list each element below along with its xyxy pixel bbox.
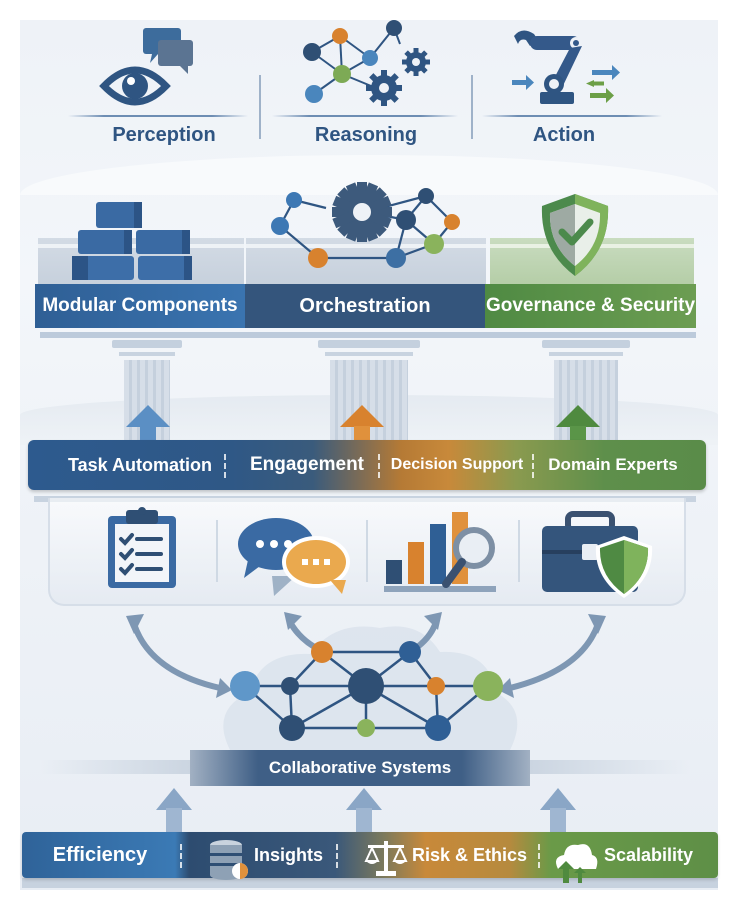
perception-label: Perception xyxy=(112,124,216,146)
cloud-upload-icon xyxy=(556,844,598,883)
band-separator xyxy=(336,844,338,868)
band-separator xyxy=(532,454,534,478)
capability-decision-support: Decision Support xyxy=(384,440,530,490)
gear-network-icon xyxy=(271,182,460,268)
up-arrow-blue-stem xyxy=(140,426,156,442)
bar-chart-magnifier-icon xyxy=(384,512,496,592)
engagement-label: Engagement xyxy=(249,454,365,475)
collaborative-systems-bar: Collaborative Systems xyxy=(190,750,530,786)
tray-separator xyxy=(366,520,368,582)
insights-label: Insights xyxy=(254,844,324,865)
bidirectional-arrow xyxy=(509,622,601,691)
capability-engagement: Engagement xyxy=(232,440,382,490)
up-arrow xyxy=(346,788,382,810)
band-separator xyxy=(224,454,226,478)
architecture-governance-security: Governance & Security xyxy=(485,284,696,328)
tray-separator xyxy=(518,520,520,582)
up-arrow-blue xyxy=(126,405,170,427)
up-arrow xyxy=(156,788,192,810)
chat-bubbles-icon xyxy=(238,518,350,596)
band-separator xyxy=(378,454,380,478)
up-arrow-stem xyxy=(550,808,566,832)
up-arrow-orange xyxy=(340,405,384,427)
top-divider xyxy=(471,75,473,139)
capability-task-automation: Task Automation xyxy=(42,440,238,490)
collab-side-bar-left xyxy=(40,760,190,774)
capability-domain-experts: Domain Experts xyxy=(538,440,688,490)
up-arrow xyxy=(540,788,576,810)
governance-security-label: Governance & Security xyxy=(485,295,696,316)
reasoning-label: Reasoning xyxy=(314,124,418,146)
shield-check-icon xyxy=(541,194,609,276)
band-separator xyxy=(180,844,182,868)
architecture-modular-components: Modular Components xyxy=(35,284,245,328)
top-divider xyxy=(259,75,261,139)
up-arrow-stem xyxy=(356,808,372,832)
outcome-scalability: Scalability xyxy=(552,832,694,883)
eye-with-speech-bubbles-icon xyxy=(99,28,193,106)
perception-underline xyxy=(68,115,248,117)
bottom-base-strip xyxy=(22,878,718,888)
reasoning-underline xyxy=(272,115,458,117)
collab-side-bar-right xyxy=(530,760,690,774)
orchestration-label: Orchestration xyxy=(299,294,431,317)
outcome-risk-ethics: Risk & Ethics xyxy=(364,832,527,878)
architecture-base-rule xyxy=(40,332,696,338)
band-separator xyxy=(538,844,540,868)
up-arrow-orange-stem xyxy=(354,426,370,442)
domain-experts-label: Domain Experts xyxy=(548,455,678,474)
database-icon xyxy=(210,840,248,880)
outcome-insights: Insights xyxy=(208,832,324,880)
outcomes-band: Efficiency Insights Risk & Ethics xyxy=(22,832,718,883)
scalability-label: Scalability xyxy=(604,844,694,865)
up-arrow-stem xyxy=(166,808,182,832)
decision-support-label: Decision Support xyxy=(390,456,524,473)
up-arrow-green xyxy=(556,405,600,427)
scales-icon xyxy=(364,841,408,876)
efficiency-label: Efficiency xyxy=(52,843,148,866)
outcome-efficiency: Efficiency xyxy=(22,832,178,878)
stacked-blocks-icon xyxy=(72,202,192,280)
architecture-orchestration: Orchestration xyxy=(245,284,485,328)
network-with-gears-icon xyxy=(303,20,430,106)
tray-separator xyxy=(216,520,218,582)
robotic-arm-icon xyxy=(512,30,620,104)
task-automation-label: Task Automation xyxy=(67,454,212,475)
capabilities-band: Task Automation Engagement Decision Supp… xyxy=(28,440,706,490)
action-underline xyxy=(482,115,662,117)
briefcase-shield-icon xyxy=(542,511,653,598)
up-arrow-green-stem xyxy=(570,426,586,442)
network-cloud-icon xyxy=(126,612,606,750)
modular-components-label: Modular Components xyxy=(42,295,238,316)
action-label: Action xyxy=(532,124,596,146)
bidirectional-arrow xyxy=(131,622,221,691)
collaborative-systems-label: Collaborative Systems xyxy=(268,758,452,777)
clipboard-checklist-icon xyxy=(108,507,176,588)
risk-ethics-label: Risk & Ethics xyxy=(412,844,528,865)
shelf-orchestration xyxy=(246,238,486,286)
